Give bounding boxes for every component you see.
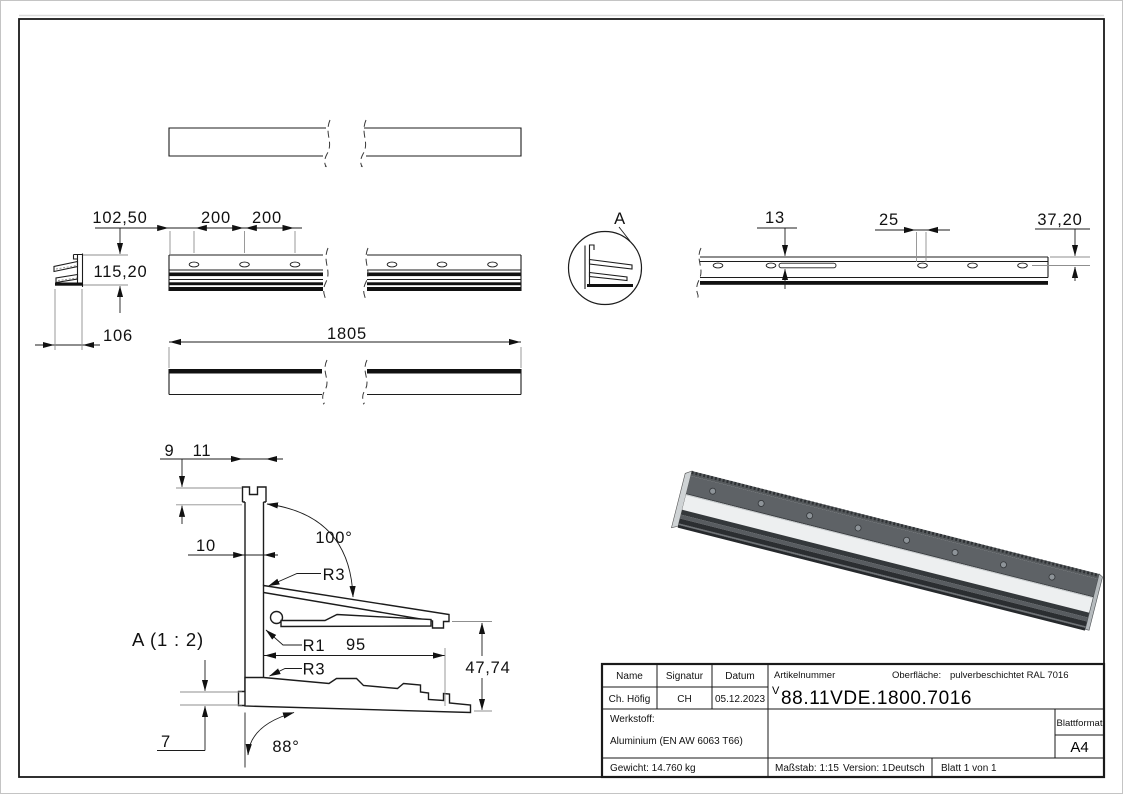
dimension-25: 25 bbox=[879, 211, 899, 229]
dimension-200-a: 200 bbox=[201, 209, 231, 227]
title-datum-value: 05.12.2023 bbox=[715, 694, 765, 705]
title-signatur-value: CH bbox=[677, 694, 691, 705]
end-profile-view bbox=[53, 253, 84, 287]
dimension-r3-upper: R3 bbox=[323, 566, 346, 584]
dimension-37-20: 37,20 bbox=[1037, 211, 1082, 229]
version-value: Version: 1 bbox=[843, 763, 888, 774]
dimension-r3-lower: R3 bbox=[303, 661, 326, 679]
dimension-1805: 1805 bbox=[327, 325, 367, 343]
title-name-value: Ch. Höfig bbox=[609, 694, 651, 705]
gewicht-value: Gewicht: 14.760 kg bbox=[610, 763, 696, 774]
bottom-view: 1805 bbox=[168, 325, 522, 405]
front-view: 102,50 200 200 115,20 106 bbox=[35, 209, 522, 350]
detail-callout: A bbox=[567, 210, 643, 306]
detail-view-a: A (1 : 2) 9 11 10 100° R3 bbox=[132, 442, 510, 768]
top-view bbox=[168, 119, 522, 168]
detail-view-title: A (1 : 2) bbox=[132, 629, 204, 650]
dimension-200-b: 200 bbox=[252, 209, 282, 227]
dimension-7: 7 bbox=[161, 733, 171, 751]
oberflaeche-value: pulverbeschichtet RAL 7016 bbox=[950, 670, 1068, 681]
dimension-angle-100: 100° bbox=[315, 529, 352, 547]
detail-callout-label: A bbox=[614, 210, 626, 228]
artikelnummer-label: Artikelnummer bbox=[774, 670, 835, 681]
drawing-frame bbox=[18, 18, 1105, 778]
dimension-r1: R1 bbox=[303, 637, 326, 655]
title-col-datum: Datum bbox=[725, 671, 754, 682]
werkstoff-label: Werkstoff: bbox=[610, 714, 655, 725]
dimension-10: 10 bbox=[196, 537, 216, 555]
blattformat-label: Blattformat bbox=[1057, 718, 1103, 729]
detail-circle bbox=[567, 230, 643, 306]
rear-view: 13 25 37,20 bbox=[696, 209, 1090, 299]
werkstoff-value: Aluminium (EN AW 6063 T66) bbox=[610, 736, 743, 747]
blatt-value: Blatt 1 von 1 bbox=[941, 763, 997, 774]
sprache-value: Deutsch bbox=[888, 763, 925, 774]
dimension-angle-88: 88° bbox=[272, 738, 299, 756]
oberflaeche-label: Oberfläche: bbox=[892, 670, 941, 681]
artikelnummer-prefix: V bbox=[772, 685, 780, 697]
render-screws bbox=[709, 487, 1056, 581]
title-col-name: Name bbox=[616, 671, 643, 682]
dimension-106: 106 bbox=[103, 327, 133, 345]
dimension-47-74: 47,74 bbox=[465, 659, 510, 677]
dimension-13: 13 bbox=[765, 209, 785, 227]
dimension-115-20: 115,20 bbox=[93, 263, 147, 281]
dimension-95: 95 bbox=[346, 636, 366, 654]
dimension-102-50: 102,50 bbox=[92, 209, 147, 227]
title-col-signatur: Signatur bbox=[666, 671, 704, 682]
dimension-11: 11 bbox=[193, 442, 212, 460]
dimension-9: 9 bbox=[165, 442, 175, 460]
render-3d bbox=[671, 470, 1103, 631]
massstab-value: Maßstab: 1:15 bbox=[775, 763, 839, 774]
blattformat-value: A4 bbox=[1070, 739, 1088, 756]
title-block: Name Signatur Datum Ch. Höfig CH 05.12.2… bbox=[600, 662, 1106, 779]
artikelnummer-value: 88.11VDE.1800.7016 bbox=[781, 688, 972, 709]
